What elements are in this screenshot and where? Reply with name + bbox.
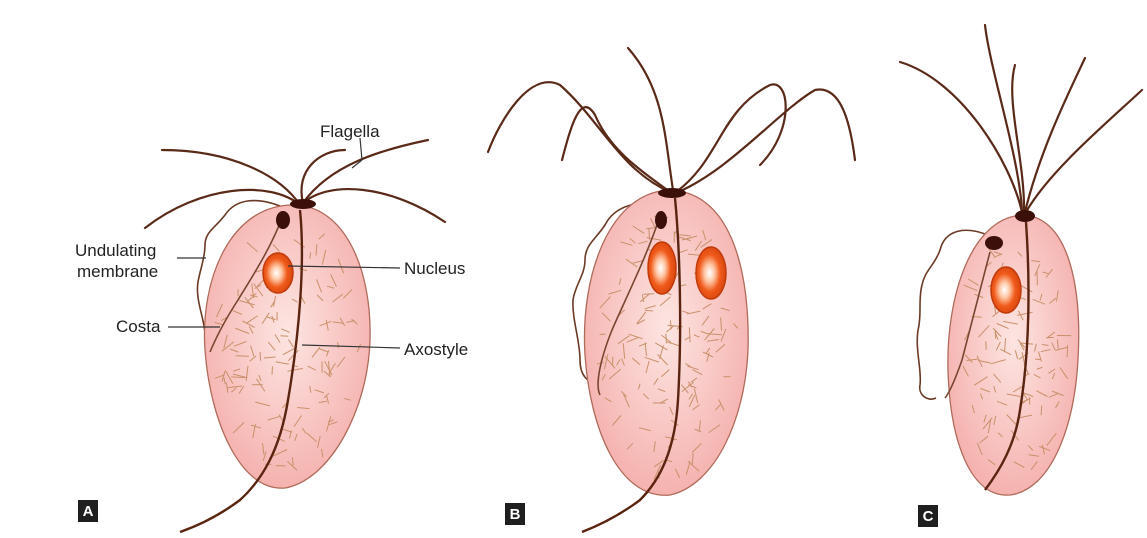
organism-c xyxy=(900,25,1142,495)
panel-label-a: A xyxy=(78,500,98,522)
label-undulating-membrane-line1: Undulating xyxy=(75,241,156,260)
granule xyxy=(1041,406,1042,416)
granule xyxy=(260,352,261,361)
parabasal-body-b xyxy=(655,211,667,229)
label-nucleus: Nucleus xyxy=(404,259,465,278)
granule xyxy=(600,334,606,335)
parabasal-body-a xyxy=(276,211,290,229)
svg-text:A: A xyxy=(83,503,94,520)
nucleus-a xyxy=(263,253,293,293)
flagella-c xyxy=(900,25,1142,212)
svg-text:C: C xyxy=(923,508,934,525)
granule xyxy=(231,377,245,378)
blepharoplast-c xyxy=(1015,210,1035,222)
granule xyxy=(272,366,273,374)
blepharoplast-a xyxy=(290,199,316,209)
panel-label-b: B xyxy=(505,503,525,525)
organism-b xyxy=(488,48,855,532)
label-axostyle: Axostyle xyxy=(404,340,468,359)
cell-body-c xyxy=(948,215,1079,495)
nucleus-b-left xyxy=(648,242,676,294)
granule xyxy=(689,327,690,342)
flagella-b xyxy=(488,48,855,192)
nucleus-c xyxy=(991,267,1021,313)
granule xyxy=(644,294,655,295)
nucleus-b-right xyxy=(696,247,726,299)
blepharoplast-b xyxy=(658,188,686,198)
organism-a xyxy=(145,140,445,532)
label-undulating-membrane-line2: membrane xyxy=(77,262,158,281)
granule xyxy=(1067,345,1068,357)
panel-label-c: C xyxy=(918,505,938,527)
granule xyxy=(666,334,667,344)
parabasal-body-c xyxy=(985,236,1003,250)
svg-text:B: B xyxy=(510,506,521,523)
label-flagella: Flagella xyxy=(320,122,380,141)
granule xyxy=(645,310,653,311)
label-costa: Costa xyxy=(116,317,161,336)
